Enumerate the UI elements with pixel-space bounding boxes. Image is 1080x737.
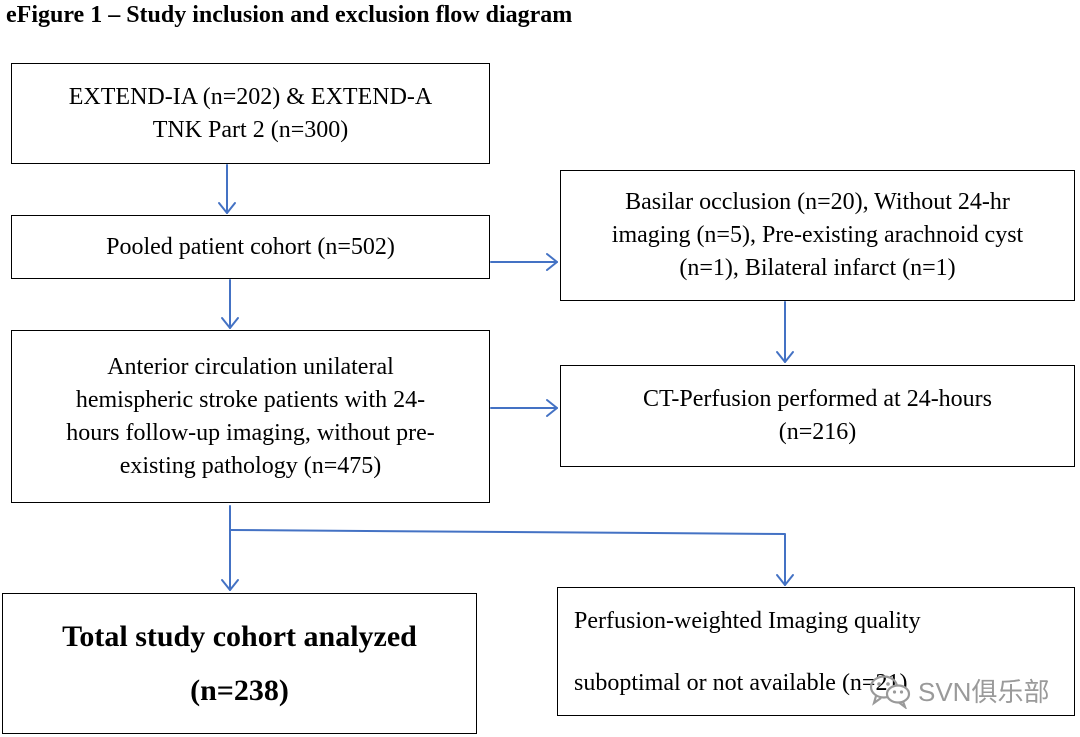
- box-line: suboptimal or not available (n=21): [574, 669, 908, 696]
- arrowhead: [546, 399, 558, 417]
- box-line: Perfusion-weighted Imaging quality: [574, 607, 921, 634]
- box-total-cohort: Total study cohort analyzed (n=238): [2, 593, 477, 734]
- box-line: hemispheric stroke patients with 24-: [75, 386, 426, 413]
- box-anterior-circulation: Anterior circulation unilateral hemisphe…: [11, 330, 490, 503]
- arrowhead: [221, 317, 239, 329]
- wechat-logo-icon: [869, 674, 911, 709]
- box-line: (n=216): [778, 419, 857, 445]
- box-line: existing pathology (n=475): [119, 452, 382, 479]
- arrowhead: [221, 579, 239, 591]
- arrowhead: [218, 202, 236, 214]
- box-line: CT-Perfusion performed at 24-hours: [642, 386, 993, 412]
- box-excluded-patients: Basilar occlusion (n=20), Without 24-hr …: [560, 170, 1075, 301]
- box-ct-perfusion: CT-Perfusion performed at 24-hours (n=21…: [560, 365, 1075, 467]
- box-line: imaging (n=5), Pre-existing arachnoid cy…: [611, 222, 1024, 248]
- box-line: (n=238): [190, 673, 289, 707]
- arrow-branch-to-pwi: [229, 529, 786, 586]
- watermark-text: SVN俱乐部: [918, 677, 1050, 707]
- box-line: Basilar occlusion (n=20), Without 24-hr: [625, 189, 1010, 215]
- watermark: SVN俱乐部: [868, 672, 1049, 709]
- box-line: hours follow-up imaging, without pre-: [66, 419, 435, 446]
- box-line: Pooled patient cohort (n=502): [106, 233, 395, 260]
- arrowhead: [776, 351, 794, 363]
- box-line: EXTEND-IA (n=202) & EXTEND-A: [68, 83, 433, 110]
- box-pwi-suboptimal: Perfusion-weighted Imaging quality subop…: [557, 587, 1075, 716]
- box-source-trials: EXTEND-IA (n=202) & EXTEND-A TNK Part 2 …: [11, 63, 490, 164]
- box-line: (n=1), Bilateral infarct (n=1): [679, 255, 956, 281]
- box-line: TNK Part 2 (n=300): [152, 116, 349, 143]
- arrowhead: [546, 253, 558, 271]
- box-pooled-cohort: Pooled patient cohort (n=502): [11, 215, 490, 279]
- box-line: Anterior circulation unilateral: [107, 353, 394, 380]
- arrowhead: [776, 574, 794, 586]
- box-line: Total study cohort analyzed: [62, 619, 417, 653]
- figure-title: eFigure 1 – Study inclusion and exclusio…: [6, 2, 573, 28]
